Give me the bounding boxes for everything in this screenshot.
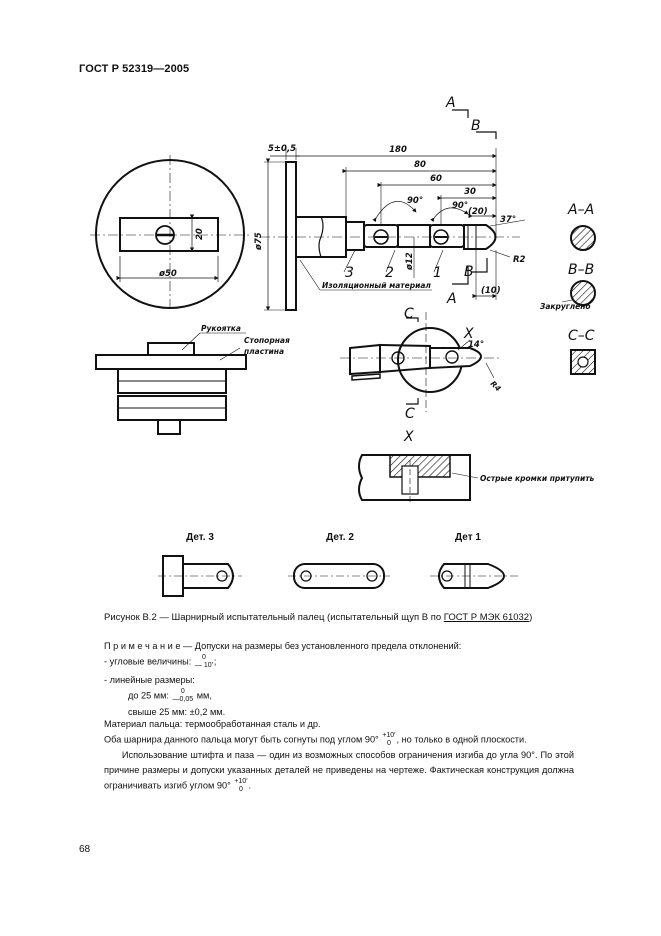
note-upto25: до 25 мм: 0—0,05 мм, [128,688,212,703]
side-view: ø75 5±0,5 180 80 60 30 (20) 90° [254,95,526,311]
note-over25: свыше 25 мм: ±0,2 мм. [128,707,226,717]
dim-20: 20 [195,228,205,240]
details-row: Дет. 3 Дет. 2 Дет 1 [158,532,518,597]
dim-20-ref: (20) [468,207,488,217]
note-angular: - угловые величины: 0— 10′; [104,654,217,669]
para-tolerance: +10′0 [234,778,248,793]
radius-r4: R4 [489,379,503,393]
dim-dia50: ø50 [158,269,177,279]
rounded-label: Закруглено [540,302,591,311]
note-linear: - линейные размеры: [104,675,195,685]
angle-90-a: 90° [407,196,423,206]
section-mark-c-bottom: C [405,406,415,422]
det2-title: Дет. 2 [326,532,354,543]
detail-x-mark: X [463,326,474,342]
figure-caption: Рисунок В.2 — Шарнирный испытательный па… [104,612,533,623]
section-aa-title: A–A [567,202,594,218]
part-3: 3 [345,265,354,281]
note-title: П р и м е ч а н и е — Допуски на размеры… [104,641,462,651]
angular-tolerance: 0— 10′ [194,654,213,669]
radius-r2: R2 [513,255,526,265]
dim-5: 5±0,5 [268,144,296,154]
dim-60: 60 [430,174,442,184]
dim-dia12: ø12 [405,252,415,271]
note-paragraph: Использование штифта и паза — один из во… [104,750,574,793]
dim-dia75: ø75 [254,232,264,251]
upto25-tolerance: 0—0,05 [172,688,194,703]
stop-plate-label-2: пластина [244,347,284,356]
front-view: ø50 20 [90,155,250,312]
section-mark-a-top: A [445,95,456,111]
stop-plate-label-1: Стопорная [244,336,290,345]
dim-180: 180 [389,145,407,155]
part-2: 2 [385,265,394,281]
sections: A–A B–B Закруглено C–C [540,202,596,375]
dim-10: (10) [481,286,501,296]
part-1: 1 [433,265,442,281]
page-number: 68 [79,844,91,855]
section-mark-b-bottom: B [464,264,474,280]
detail-x: X Острые кромки притупить [358,429,595,502]
technical-drawing: ø50 20 ø75 5±0,5 180 80 6 [90,95,596,597]
handle-label: Рукоятка [201,324,241,333]
handle-assembly: Рукоятка Стопорная пластина [95,324,290,435]
section-mark-c-top: C [404,306,414,322]
dim-80: 80 [414,160,426,170]
note-material: Материал пальца: термообработанная сталь… [104,719,321,729]
section-mark-a-bottom: A [446,291,457,307]
insulation-label: Изоляционный материал [322,281,431,290]
dim-30: 30 [464,187,476,197]
section-mark-b-top: B [471,118,481,134]
standard-link[interactable]: ГОСТ Р МЭК 61032 [443,612,530,623]
section-bb-title: B–B [568,262,594,278]
hinge-tolerance: +10′0 [382,732,396,747]
section-cc-title: C–C [568,328,595,344]
angle-14: 14° [468,340,484,350]
sharp-edges-label: Острые кромки притупить [480,474,595,483]
angle-90-b: 90° [452,201,468,211]
angle-37: 37° [500,215,516,225]
det3-title: Дет. 3 [186,532,214,543]
det1-title: Дет 1 [455,532,481,543]
bent-finger-view: X 14° R4 C C [340,306,503,422]
document-standard-header: ГОСТ Р 52319—2005 [79,63,190,75]
note-hinge: Оба шарнира данного пальца могут быть со… [104,732,527,747]
detail-x-title: X [403,429,414,445]
